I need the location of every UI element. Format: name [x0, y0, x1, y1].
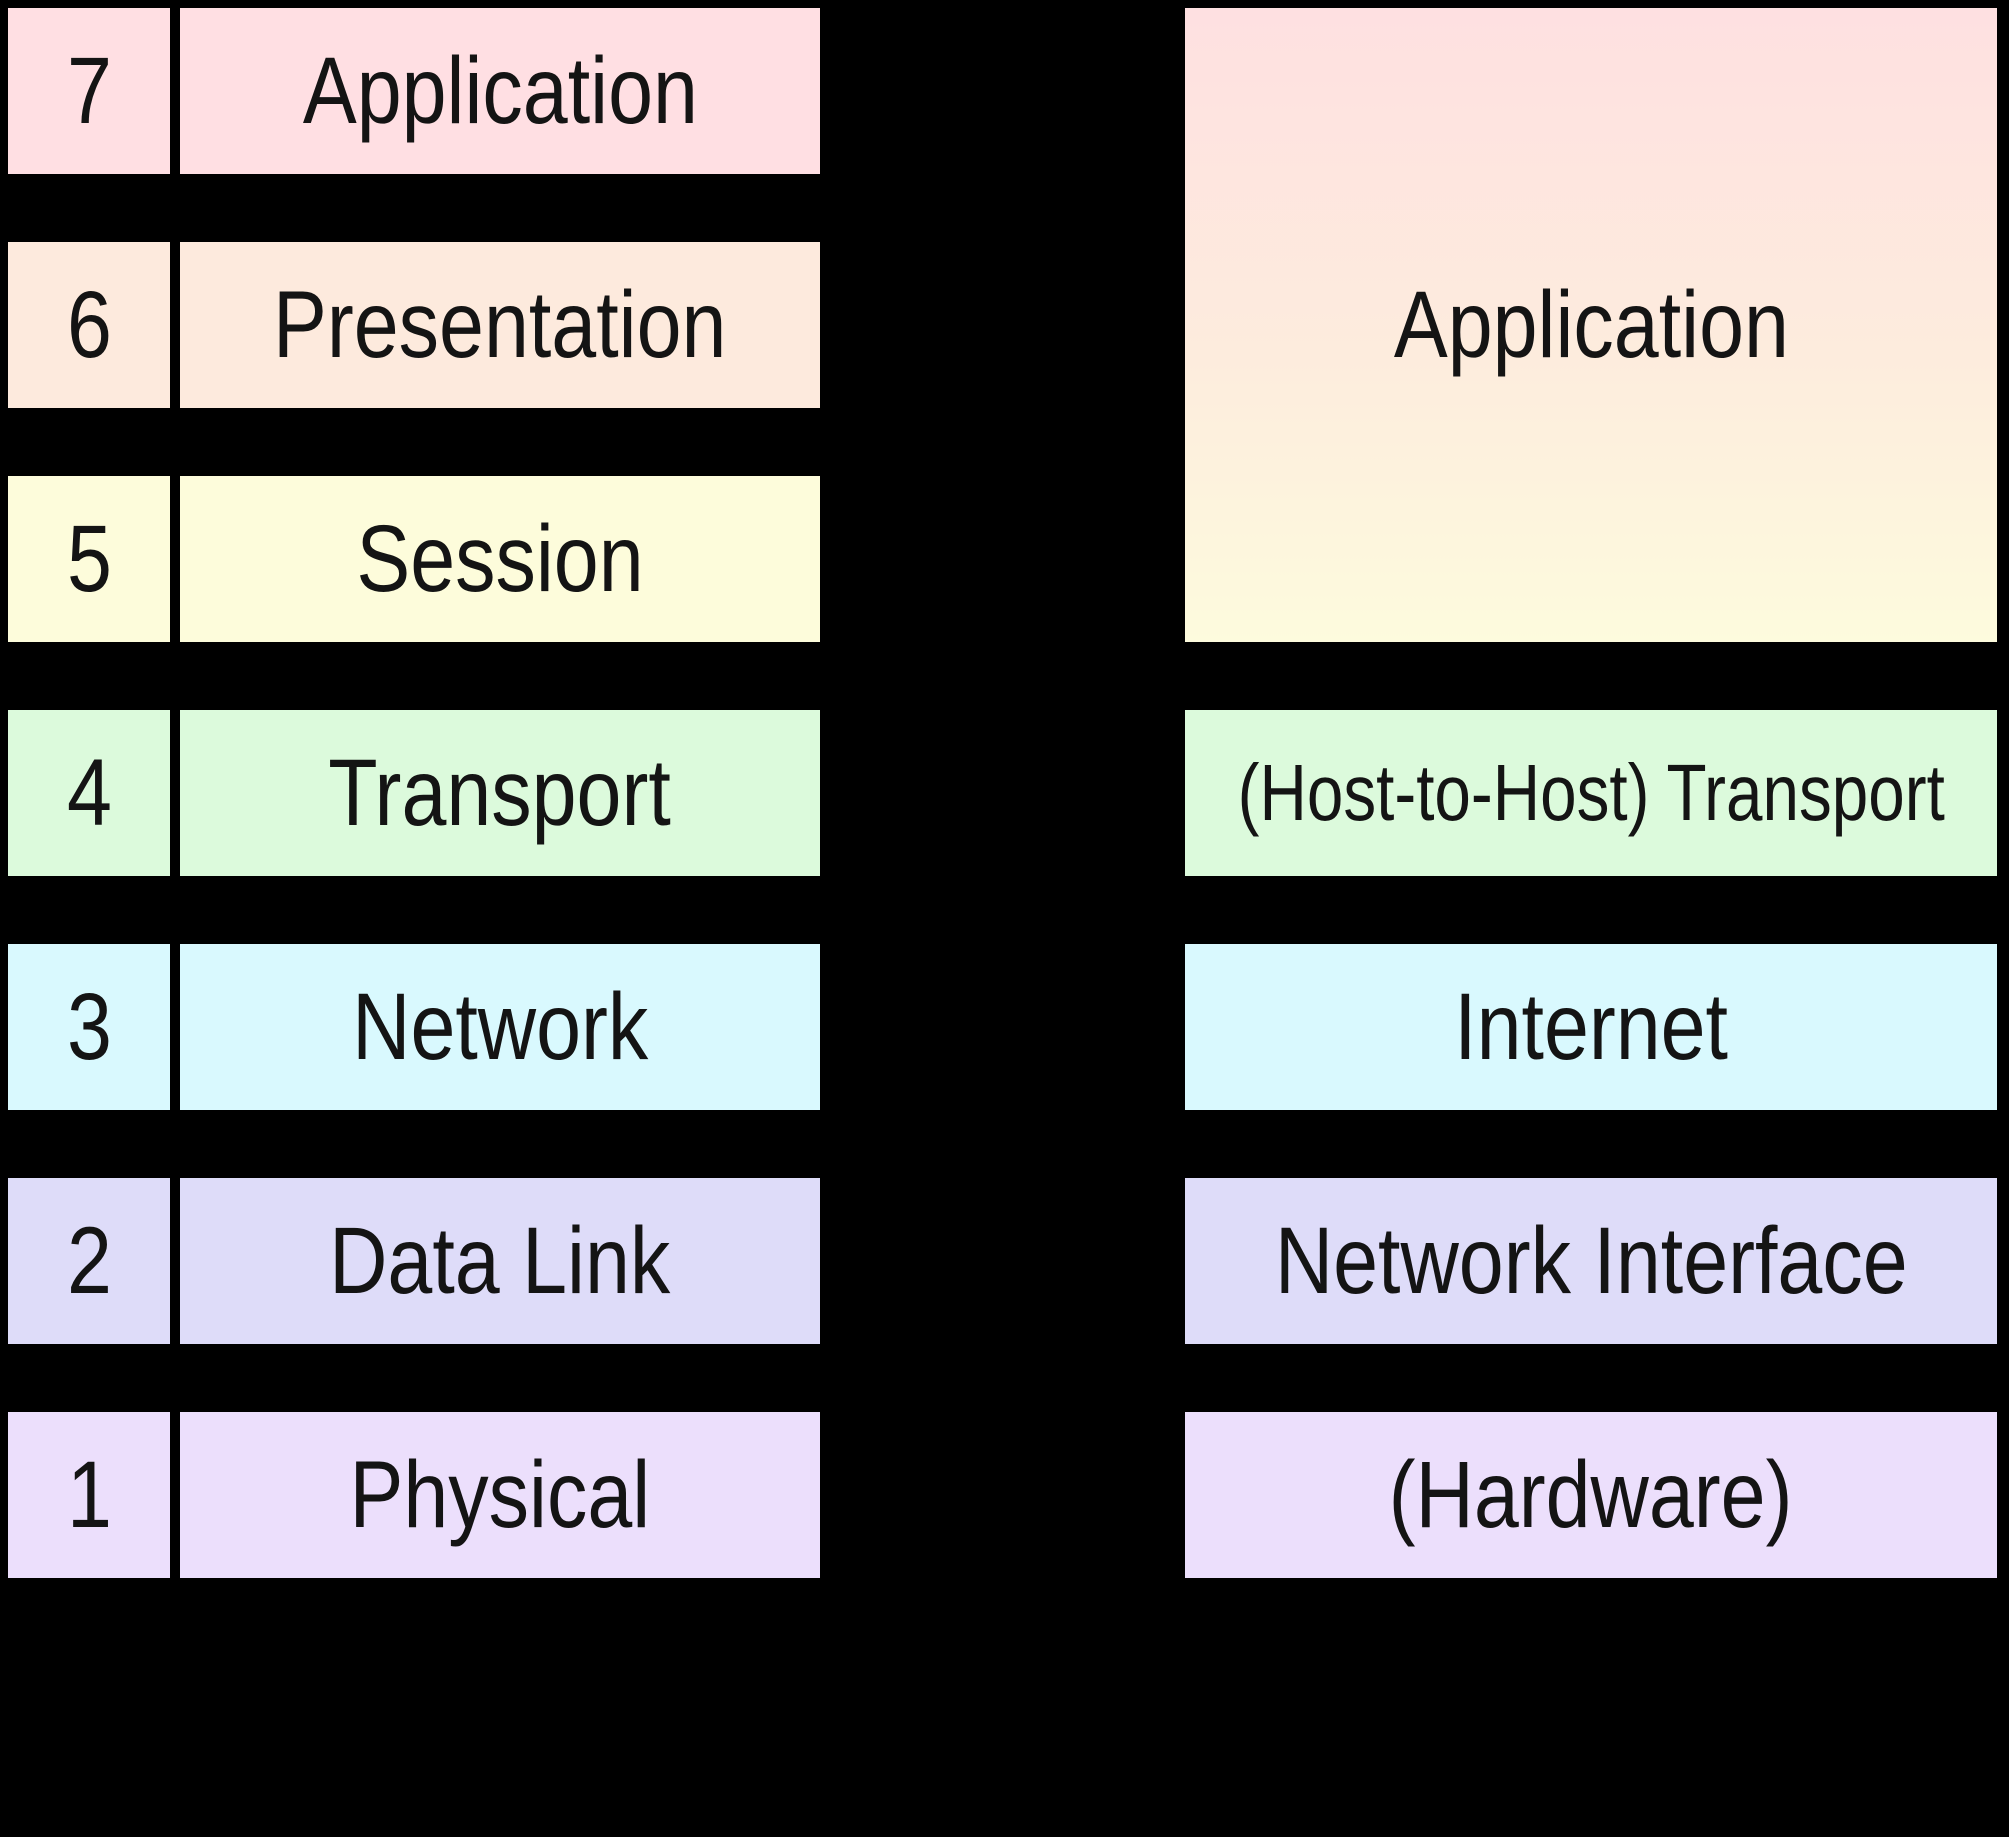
osi-row-5: 5 Session — [8, 476, 820, 642]
osi-layer-3-label-box: Network — [180, 944, 820, 1110]
osi-layer-7-number: 7 — [66, 37, 112, 144]
osi-layer-6-number-box: 6 — [8, 242, 170, 408]
osi-row-1: 1 Physical — [8, 1412, 820, 1578]
osi-layer-5-label-box: Session — [180, 476, 820, 642]
tcpip-hardware-box: (Hardware) — [1185, 1412, 1997, 1578]
osi-layer-1-label-box: Physical — [180, 1412, 820, 1578]
osi-layer-2-label-box: Data Link — [180, 1178, 820, 1344]
osi-layer-3-number-box: 3 — [8, 944, 170, 1110]
osi-layer-5-number-box: 5 — [8, 476, 170, 642]
osi-layer-1-number-box: 1 — [8, 1412, 170, 1578]
tcpip-hardware-label: (Hardware) — [1389, 1441, 1793, 1548]
tcpip-internet-label: Internet — [1454, 973, 1728, 1080]
tcpip-network-interface-label: Network Interface — [1274, 1207, 1908, 1314]
osi-row-7: 7 Application — [8, 8, 820, 174]
osi-layer-1-number: 1 — [66, 1441, 112, 1548]
osi-row-4: 4 Transport — [8, 710, 820, 876]
tcpip-internet-box: Internet — [1185, 944, 1997, 1110]
tcpip-transport-box: (Host-to-Host) Transport — [1185, 710, 1997, 876]
osi-layer-7-label: Application — [302, 37, 698, 144]
osi-layer-7-number-box: 7 — [8, 8, 170, 174]
osi-row-3: 3 Network — [8, 944, 820, 1110]
osi-row-2: 2 Data Link — [8, 1178, 820, 1344]
osi-layer-2-label: Data Link — [329, 1207, 671, 1314]
osi-layer-4-label: Transport — [328, 739, 672, 846]
osi-layer-3-number: 3 — [66, 973, 112, 1080]
tcpip-application-label: Application — [1393, 271, 1789, 378]
osi-layer-6-number: 6 — [66, 271, 112, 378]
osi-layer-7-label-box: Application — [180, 8, 820, 174]
osi-layer-5-number: 5 — [66, 505, 112, 612]
osi-layer-6-label-box: Presentation — [180, 242, 820, 408]
tcpip-application-box: Application — [1185, 8, 1997, 642]
osi-row-6: 6 Presentation — [8, 242, 820, 408]
osi-layer-4-number: 4 — [66, 739, 112, 846]
tcpip-transport-label: (Host-to-Host) Transport — [1237, 748, 1945, 837]
osi-layer-5-label: Session — [356, 505, 644, 612]
osi-layer-2-number-box: 2 — [8, 1178, 170, 1344]
tcpip-network-interface-box: Network Interface — [1185, 1178, 1997, 1344]
osi-layer-4-number-box: 4 — [8, 710, 170, 876]
osi-layer-2-number: 2 — [66, 1207, 112, 1314]
osi-layer-6-label: Presentation — [273, 271, 727, 378]
osi-layer-1-label: Physical — [349, 1441, 651, 1548]
osi-layer-4-label-box: Transport — [180, 710, 820, 876]
osi-layer-3-label: Network — [351, 973, 649, 1080]
